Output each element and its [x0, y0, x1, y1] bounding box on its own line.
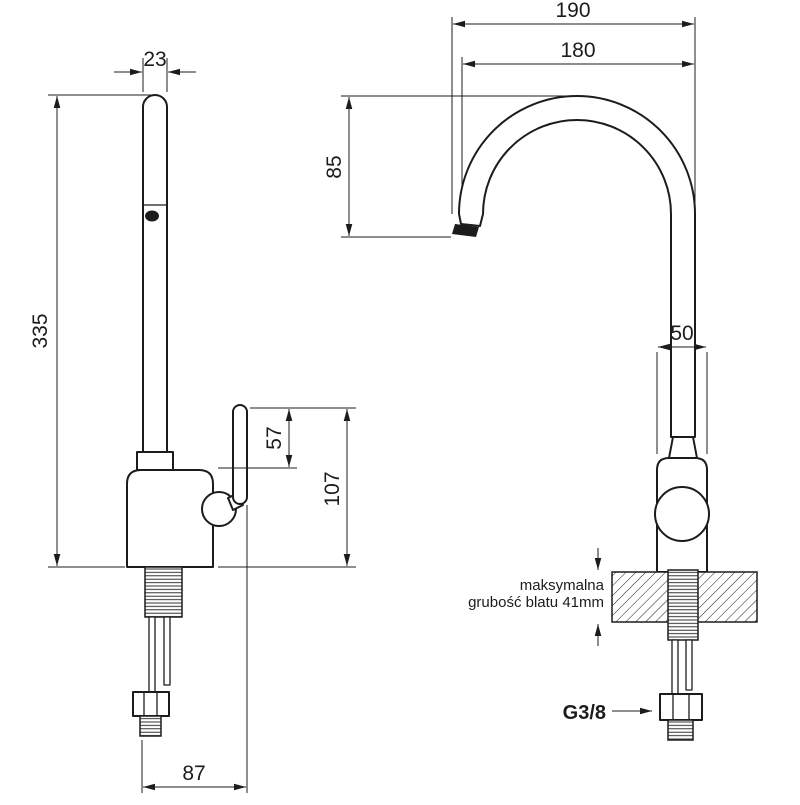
dim-lever-height: 57 [218, 407, 356, 469]
dim-lever-height-label: 57 [263, 426, 286, 449]
side-view: 23 335 57 107 87 [29, 48, 356, 793]
nut-front [659, 693, 703, 721]
countertop: maksymalna grubość blatu 41mm [468, 548, 758, 646]
collar-front [668, 436, 698, 459]
nut-side [132, 691, 170, 717]
dim-spout-drop: 85 [323, 95, 575, 238]
gooseneck-front [458, 95, 696, 438]
thread-size-label: G3/8 [563, 702, 606, 724]
dim-spout-width: 23 [114, 48, 196, 92]
dim-body-width-label: 50 [670, 322, 693, 345]
front-view-faucet [452, 95, 710, 573]
stud-front-2 [685, 639, 693, 691]
dim-body-height: 107 [218, 409, 356, 568]
counter-note-line1: maksymalna [520, 577, 605, 594]
body-side [126, 469, 214, 568]
dim-body-width: 50 [656, 322, 708, 454]
dim-base-width: 87 [141, 505, 248, 793]
aerator-front [452, 224, 479, 237]
side-view-faucet [126, 94, 248, 737]
dim-overall-width-label: 190 [555, 0, 590, 22]
nozzle-side [145, 210, 159, 222]
spout-pipe-side [142, 94, 168, 453]
dim-spout-drop-label: 85 [323, 155, 346, 178]
collar-side [136, 451, 174, 471]
lever-side [232, 404, 248, 505]
dim-base-width-label: 87 [182, 762, 205, 785]
shank-front [667, 569, 699, 641]
dim-total-height-label: 335 [29, 313, 52, 348]
stud-side-1 [148, 616, 156, 693]
dim-spout-width-label: 23 [143, 48, 166, 71]
knob-front [654, 486, 710, 542]
dim-total-height: 335 [29, 94, 152, 568]
stud-front-1 [671, 639, 679, 699]
counter-note-line2: grubość blatu 41mm [468, 594, 604, 611]
thread-tail-side [139, 715, 162, 737]
thread-size-callout: G3/8 [563, 702, 652, 724]
front-view-mounting [659, 639, 703, 741]
dim-spout-reach-label: 180 [560, 39, 595, 62]
thread-tail-front [667, 719, 694, 741]
dim-body-height-label: 107 [321, 471, 344, 506]
shank-side [144, 566, 183, 618]
front-view-dimensions-top: 190 180 [451, 0, 696, 220]
stud-side-2 [163, 616, 171, 686]
front-view: 190 180 85 50 maksym [323, 0, 758, 741]
